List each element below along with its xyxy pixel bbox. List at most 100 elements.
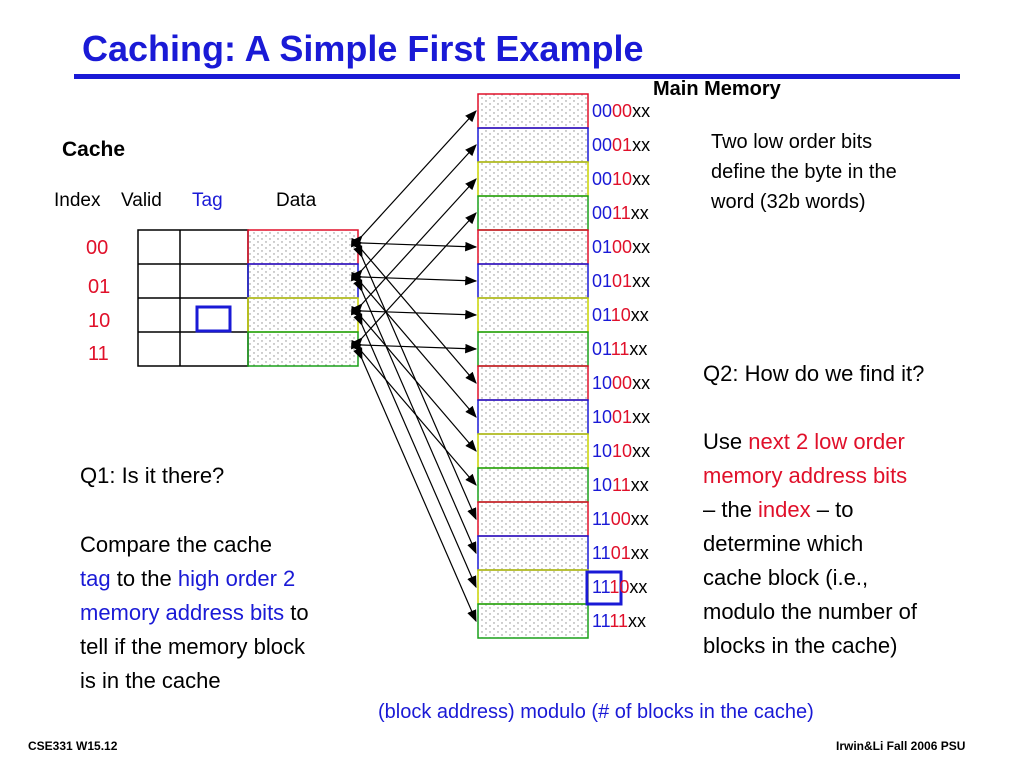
mapping-arrow	[351, 271, 478, 286]
memory-address-label: 1111xx	[592, 611, 646, 632]
memory-address-label: 0100xx	[592, 237, 650, 258]
memory-block	[477, 195, 589, 231]
address-high-bits: 01	[592, 339, 611, 359]
address-byte-bits: xx	[632, 237, 651, 257]
address-byte-bits: xx	[630, 543, 649, 563]
mapping-arrow	[353, 313, 477, 589]
q1-answer: Compare the cache tag to the high order …	[80, 528, 309, 698]
address-byte-bits: xx	[632, 271, 651, 291]
q2-question: Q2: How do we find it?	[703, 361, 925, 386]
memory-address-label: 1001xx	[592, 407, 650, 428]
footer-left: CSE331 W15.12	[28, 739, 118, 753]
cache-data-block	[247, 229, 359, 265]
address-byte-bits: xx	[630, 305, 649, 325]
memory-address-label: 1000xx	[592, 373, 650, 394]
page-title: Caching: A Simple First Example	[82, 28, 644, 69]
footer-right: Irwin&Li Fall 2006 PSU	[836, 739, 966, 753]
note-line: define the byte in the	[711, 161, 897, 183]
memory-block	[477, 399, 589, 435]
address-high-bits: 11	[592, 611, 610, 631]
q2-line: determine which	[703, 531, 864, 556]
next2-term: next 2 low order	[748, 429, 905, 454]
address-byte-bits: xx	[630, 203, 649, 223]
address-index-bits: 10	[612, 441, 633, 461]
memory-address-label: 0011xx	[592, 203, 649, 224]
high-order-term: high order 2	[177, 566, 296, 591]
memory-address-label: 0101xx	[592, 271, 650, 292]
memory-address-label: 1101xx	[592, 543, 649, 564]
address-byte-bits: xx	[629, 577, 648, 597]
address-high-bits: 00	[592, 169, 613, 189]
address-index-bits: 01	[612, 407, 633, 427]
cache-index-10: 10	[88, 310, 111, 332]
data-header: Data	[276, 190, 317, 211]
memory-address-label: 0110xx	[592, 305, 649, 326]
modulo-note: (block address) modulo (# of blocks in t…	[378, 701, 814, 723]
address-byte-bits: xx	[630, 509, 649, 529]
q2-line: Use next 2 low order	[703, 425, 917, 459]
mapping-arrow	[351, 306, 477, 452]
memory-block	[477, 569, 589, 605]
memory-block	[477, 263, 589, 299]
address-index-bits: 00	[612, 373, 633, 393]
memory-address-label: 0111xx	[592, 339, 647, 360]
address-index-bits: 01	[610, 543, 631, 563]
index-header: Index	[54, 190, 101, 211]
address-byte-bits: xx	[630, 475, 649, 495]
address-highlight-box	[585, 570, 623, 606]
note-line: word (32b words)	[711, 191, 866, 213]
address-high-bits: 01	[592, 305, 611, 325]
address-index-bits: 01	[612, 135, 633, 155]
address-index-bits: 11	[610, 339, 630, 359]
q2-line: blocks in the cache)	[703, 633, 898, 658]
address-byte-bits: xx	[632, 407, 651, 427]
mapping-arrow	[353, 279, 477, 555]
index-term: index	[758, 497, 811, 522]
address-high-bits: 00	[592, 203, 613, 223]
memory-address-label: 0001xx	[592, 135, 650, 156]
tag-highlight-box	[195, 305, 232, 333]
q2-answer: Use next 2 low order memory address bits…	[703, 425, 917, 663]
address-high-bits: 11	[592, 543, 611, 563]
mapping-arrows	[351, 110, 478, 623]
q1-line: Compare the cache	[80, 532, 272, 557]
mapping-arrow	[351, 305, 478, 320]
q1-line: tell if the memory block	[80, 634, 305, 659]
memory-block	[477, 501, 589, 537]
mapping-arrow	[351, 340, 477, 486]
q1-question: Q1: Is it there?	[80, 463, 225, 488]
memory-address-label: 0000xx	[592, 101, 650, 122]
q1-line: memory address bits to	[80, 596, 309, 630]
memory-block	[477, 603, 589, 639]
tag-term: tag	[80, 566, 111, 591]
main-memory-label: Main Memory	[653, 78, 781, 100]
mapping-arrow	[351, 339, 478, 354]
mapping-arrow	[353, 347, 477, 623]
address-byte-bits: xx	[632, 373, 651, 393]
address-high-bits: 00	[592, 101, 613, 121]
memory-address-label: 1100xx	[592, 509, 649, 530]
address-index-bits: 10	[609, 577, 630, 597]
mapping-arrow	[351, 212, 477, 350]
address-high-bits: 00	[592, 135, 613, 155]
memory-block	[477, 297, 589, 333]
memory-block	[477, 161, 589, 197]
note-line: Two low order bits	[711, 131, 873, 153]
q2-text: Use	[703, 429, 749, 454]
memory-address-label: 1011xx	[592, 475, 649, 496]
address-byte-bits: xx	[629, 339, 648, 359]
cache-data-block	[247, 331, 359, 367]
address-high-bits: 01	[592, 237, 613, 257]
memory-address-label: 0010xx	[592, 169, 650, 190]
address-index-bits: 10	[610, 305, 631, 325]
address-index-bits: 11	[609, 611, 629, 631]
cache-table	[137, 229, 249, 367]
memory-block	[477, 433, 589, 469]
address-index-bits: 10	[612, 169, 633, 189]
q2-text: – the	[703, 497, 759, 522]
address-high-bits: 10	[592, 441, 613, 461]
address-index-bits: 11	[612, 203, 631, 223]
address-high-bits: 10	[592, 475, 613, 495]
address-byte-bits: xx	[632, 169, 651, 189]
q1-text: to	[284, 600, 309, 625]
